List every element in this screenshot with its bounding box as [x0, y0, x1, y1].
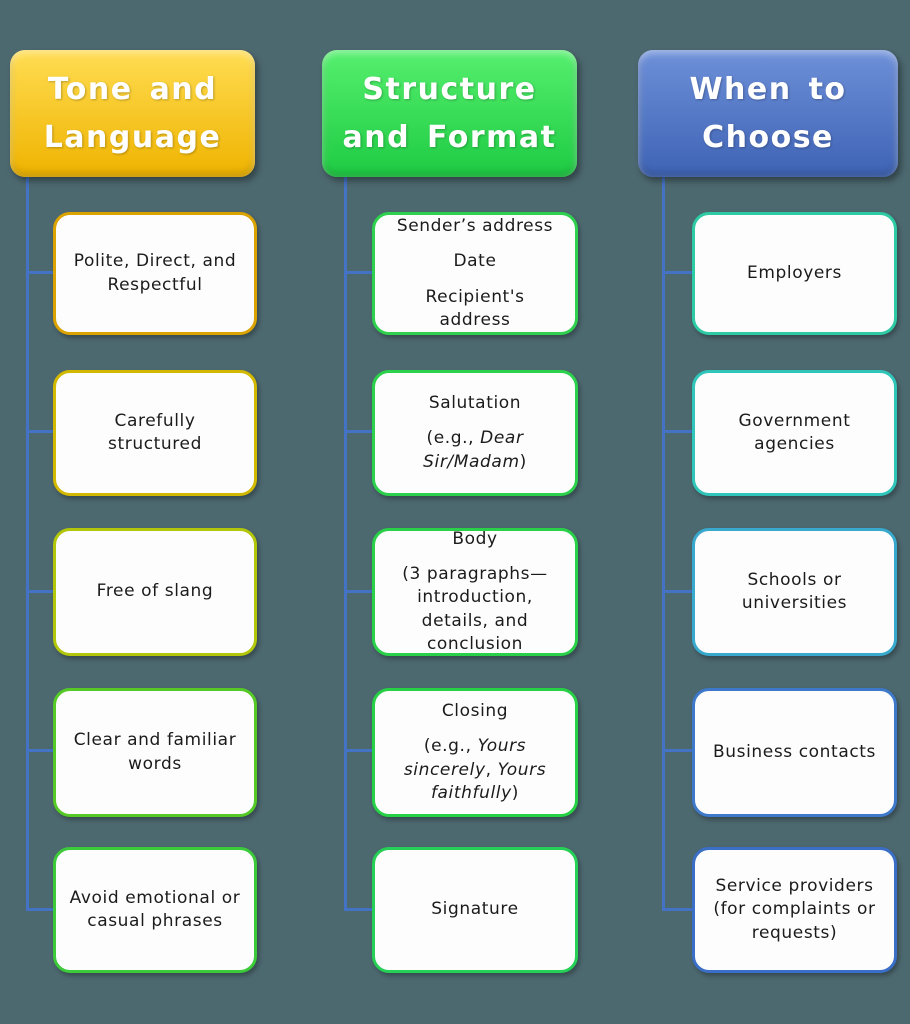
- connector-branch: [26, 590, 54, 593]
- node-signature: Signature: [372, 847, 578, 973]
- connector-branch: [26, 271, 54, 274]
- node-clear-familiar-words: Clear and familiar words: [53, 688, 257, 817]
- connector-branch: [26, 749, 54, 752]
- connector-branch: [662, 271, 693, 274]
- connector-branch: [344, 430, 373, 433]
- node-government-agencies: Government agencies: [692, 370, 897, 496]
- node-body: Body(3 paragraphs—introduction, details,…: [372, 528, 578, 656]
- connector-branch: [344, 908, 373, 911]
- connector-trunk-when: [662, 174, 665, 911]
- connector-branch: [26, 430, 54, 433]
- column-header-when-to-choose: When to Choose: [638, 50, 898, 177]
- connector-branch: [662, 908, 693, 911]
- node-free-of-slang: Free of slang: [53, 528, 257, 656]
- connector-trunk-structure: [344, 174, 347, 911]
- node-employers: Employers: [692, 212, 897, 335]
- connector-trunk-tone: [26, 174, 29, 911]
- node-polite-direct-respectful: Polite, Direct, and Respectful: [53, 212, 257, 335]
- connector-branch: [26, 908, 54, 911]
- node-business-contacts: Business contacts: [692, 688, 897, 817]
- node-closing: Closing(e.g., Yours sincerely, Yours fai…: [372, 688, 578, 817]
- connector-branch: [344, 749, 373, 752]
- connector-branch: [662, 749, 693, 752]
- connector-branch: [344, 271, 373, 274]
- node-salutation: Salutation(e.g., Dear Sir/Madam): [372, 370, 578, 496]
- column-header-structure-and-format: Structure and Format: [322, 50, 577, 177]
- connector-branch: [344, 590, 373, 593]
- node-avoid-emotional-phrases: Avoid emotional or casual phrases: [53, 847, 257, 973]
- connector-branch: [662, 590, 693, 593]
- column-header-tone-and-language: Tone and Language: [10, 50, 255, 177]
- node-carefully-structured: Carefully structured: [53, 370, 257, 496]
- node-schools-universities: Schools or universities: [692, 528, 897, 656]
- node-service-providers: Service providers (for complaints or req…: [692, 847, 897, 973]
- connector-branch: [662, 430, 693, 433]
